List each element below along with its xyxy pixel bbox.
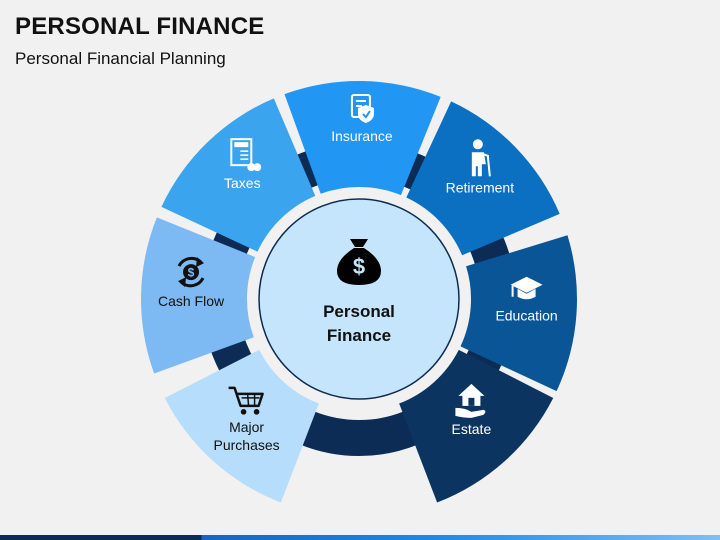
graduation-cap-icon — [510, 276, 543, 300]
segment-retirement: Retirement — [406, 101, 560, 256]
segment-taxes: Taxes — [161, 98, 316, 252]
segment-label: Education — [495, 308, 557, 324]
center-label-line1: Personal — [323, 302, 395, 321]
svg-text:$: $ — [188, 266, 195, 280]
segment-cash-flow: $ Cash Flow — [140, 217, 256, 374]
segment-shape — [284, 81, 441, 196]
segment-label: Cash Flow — [158, 293, 225, 309]
cash-cycle-icon: $ — [177, 256, 205, 288]
money-bag-icon: $ — [337, 239, 381, 285]
tax-document-icon — [230, 138, 262, 172]
segment-label: Estate — [452, 421, 492, 437]
segment-shape — [399, 349, 554, 503]
segment-shape — [460, 235, 577, 392]
segment-label: Insurance — [331, 128, 393, 144]
segment-label: Retirement — [446, 179, 515, 195]
segment-label: Taxes — [224, 175, 261, 191]
svg-text:$: $ — [353, 254, 365, 279]
page-title: PERSONAL FINANCE — [15, 13, 265, 40]
shopping-cart-icon — [228, 386, 264, 415]
insurance-icon — [350, 94, 374, 124]
segment-insurance: Insurance — [284, 81, 441, 196]
segment-shape — [406, 101, 560, 256]
segment-label: Purchases — [214, 437, 280, 453]
page-subtitle: Personal Financial Planning — [15, 49, 226, 68]
center-hub — [258, 198, 460, 400]
house-in-hand-icon — [455, 383, 486, 418]
segment-shape — [140, 217, 256, 374]
elderly-person-icon — [471, 139, 491, 177]
segment-shape — [161, 98, 316, 252]
segment-label: Major — [229, 419, 264, 435]
bottom-accent-bar — [0, 535, 720, 540]
center-label-line2: Finance — [327, 326, 391, 345]
segment-estate: Estate — [399, 349, 554, 503]
segment-shape — [164, 349, 319, 503]
segment-education: Education — [460, 235, 577, 392]
